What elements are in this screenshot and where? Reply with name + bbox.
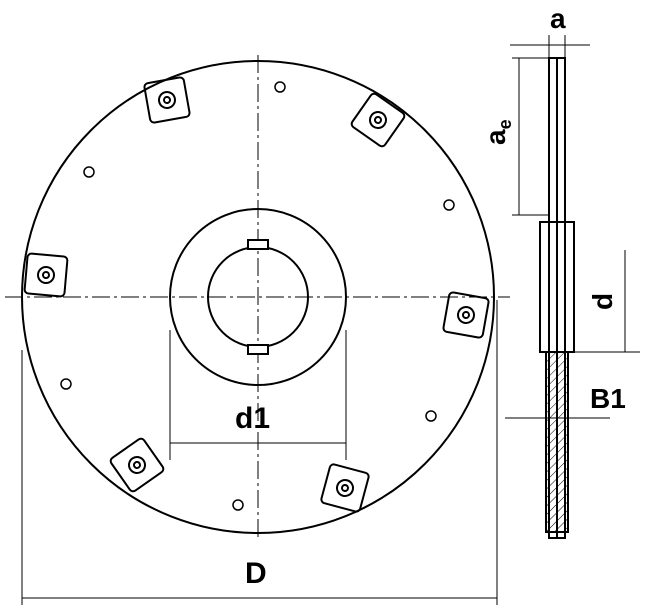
keyway-bottom <box>247 344 269 355</box>
insert-pockets <box>23 76 490 513</box>
label-D: D <box>245 557 267 590</box>
label-B1: B1 <box>590 383 626 414</box>
cutter-body-outline <box>21 60 495 534</box>
dimension-lines <box>21 35 640 605</box>
label-a: a <box>550 3 566 34</box>
label-d: d <box>587 293 618 310</box>
hub-circle <box>169 208 347 386</box>
mounting-holes <box>60 81 455 511</box>
side-view <box>539 57 575 539</box>
keyway-top <box>247 239 269 250</box>
label-d1: d1 <box>235 402 270 435</box>
label-ae: ae <box>480 119 515 145</box>
